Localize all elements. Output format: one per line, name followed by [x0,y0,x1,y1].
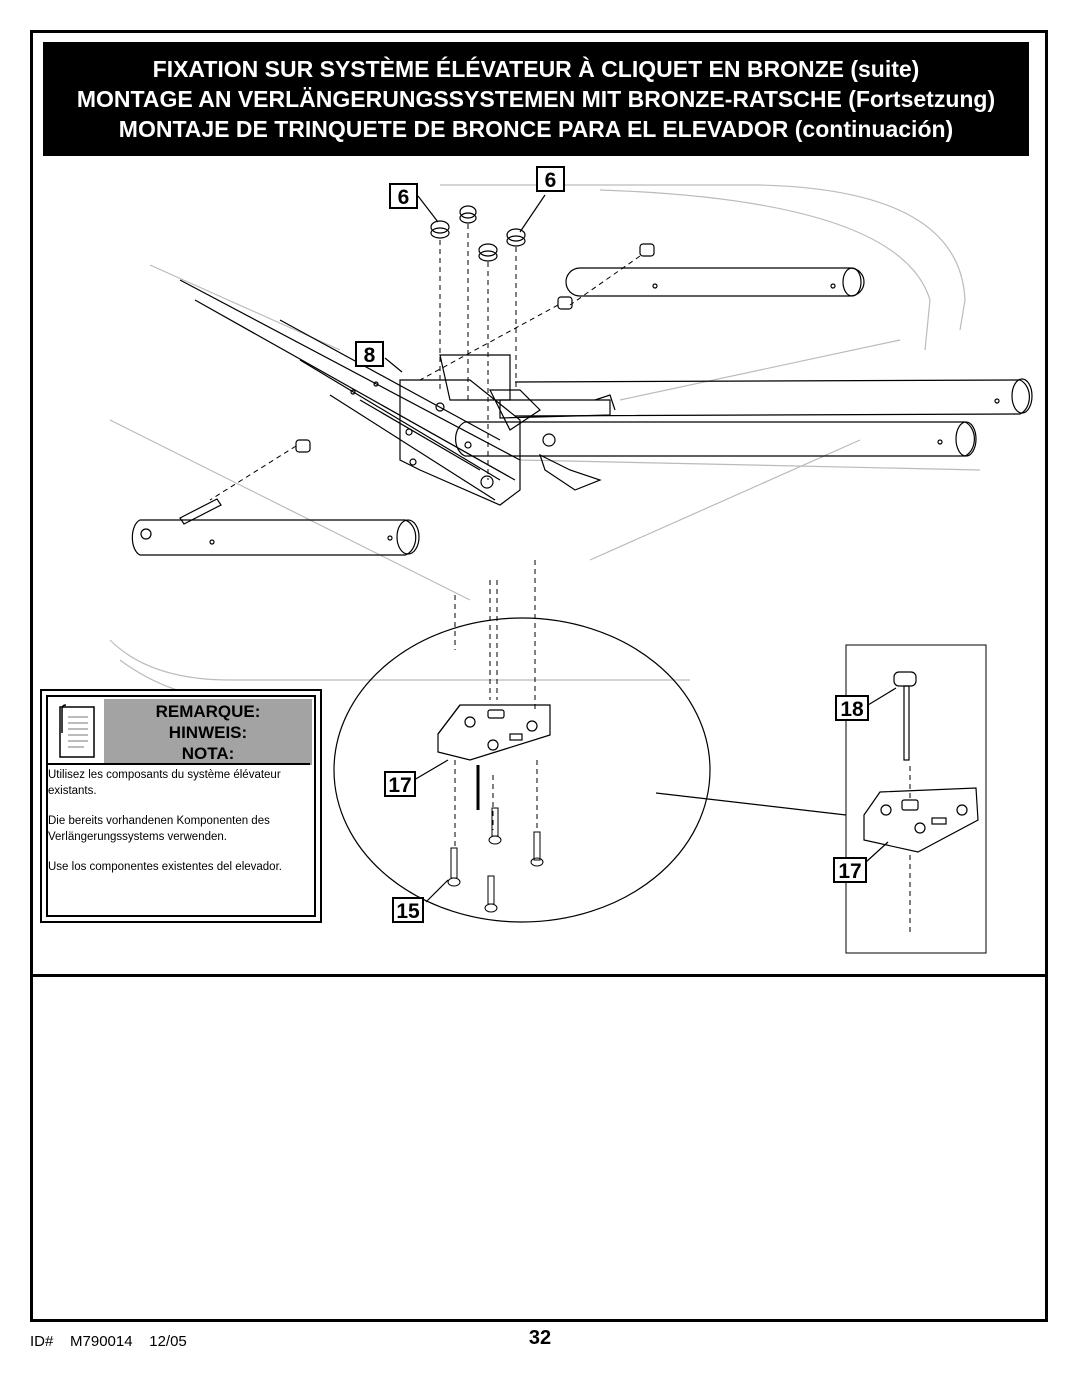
title-french: FIXATION SUR SYSTÈME ÉLÉVATEUR À CLIQUET… [152,56,920,82]
lower-left-tube [131,519,420,556]
note-body: Utilisez les composants du système éléva… [48,767,310,889]
note-header: REMARQUE: HINWEIS: NOTA: [48,697,312,765]
note-inner-border [46,695,316,917]
note-text-es: Use los componentes existentes del eleva… [48,861,282,873]
detail-link-line [655,792,847,816]
callout-bolt-detail: 18 [835,695,869,721]
section-divider [30,974,1048,977]
note-rule [48,763,310,765]
ratchet-mechanism [489,389,616,491]
title-spanish: MONTAJE DE TRINQUETE DE BRONCE PARA EL E… [118,116,954,142]
title-german: MONTAGE AN VERLÄNGERUNGSSYSTEMEN MIT BRO… [76,86,996,112]
note-text-fr: Utilisez les composants du système éléva… [48,769,281,797]
leader-lines [384,194,897,903]
note-title-fr: REMARQUE: [155,702,261,721]
frame-rails [179,279,521,501]
note-text-de: Die bereits vorhandenen Komponenten des … [48,815,270,843]
assembly-guides [209,224,911,935]
detail-circle [333,617,711,923]
mount-plate-detail [437,704,551,810]
callout-nut-right: 6 [536,166,565,192]
long-bolt [179,498,222,525]
detail-box [845,644,987,954]
callout-bolts: 15 [392,897,424,923]
backboard-outline [109,184,981,702]
nut-hardware [295,205,655,453]
page-number: 32 [528,1327,552,1349]
upper-tube [565,267,865,297]
callout-bracket: 8 [355,341,384,367]
title-banner: FIXATION SUR SYSTÈME ÉLÉVATEUR À CLIQUET… [43,42,1029,156]
bolt-18-drawing [893,671,917,761]
middle-tube [514,378,1033,417]
bolts-detail [447,807,544,913]
document-id: ID# M790014 12/05 [30,1333,187,1350]
note-title-de: HINWEIS: [168,723,248,742]
page-frame [30,30,1048,1322]
callout-plate-detail: 17 [833,857,867,883]
note-box: REMARQUE: HINWEIS: NOTA: Utilisez les co… [40,689,322,923]
plate-17-drawing [863,787,979,853]
bracket-plates [350,354,521,506]
note-title: REMARQUE: HINWEIS: NOTA: [104,699,312,765]
lower-tube [455,421,977,457]
callout-nut-left: 6 [389,183,418,209]
document-icon [59,704,95,758]
callout-mount-plate: 17 [384,771,416,797]
note-title-es: NOTA: [181,744,235,763]
